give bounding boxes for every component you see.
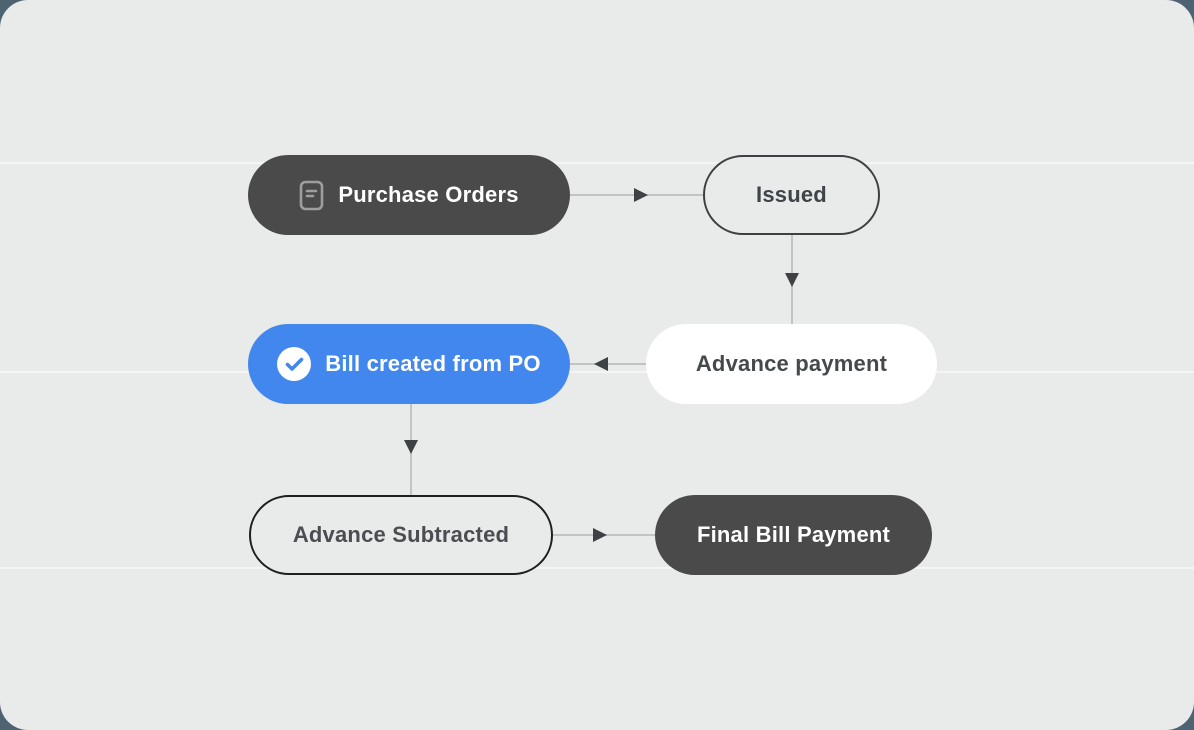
node-advance-subtracted: Advance Subtracted	[249, 495, 553, 575]
node-final-bill-payment: Final Bill Payment	[655, 495, 932, 575]
background-guide-line	[0, 371, 1194, 373]
background-guide-line	[0, 162, 1194, 164]
edge-advance-payment-to-bill-created	[570, 363, 646, 365]
document-icon	[299, 180, 324, 211]
background-guide-line	[0, 567, 1194, 569]
node-label: Final Bill Payment	[696, 522, 891, 547]
node-issued: Issued	[703, 155, 880, 235]
node-label: Purchase Orders	[338, 182, 519, 207]
arrowhead-down-icon	[404, 440, 418, 454]
arrowhead-left-icon	[594, 357, 608, 371]
arrowhead-right-icon	[593, 528, 607, 542]
node-label: Issued	[756, 182, 827, 207]
node-advance-payment: Advance payment	[646, 324, 937, 404]
node-purchase-orders: Purchase Orders	[248, 155, 570, 235]
node-label: Advance payment	[695, 351, 888, 376]
check-circle-icon	[277, 347, 312, 381]
arrowhead-down-icon	[785, 273, 799, 287]
node-label: Advance Subtracted	[292, 522, 510, 547]
arrowhead-right-icon	[634, 188, 648, 202]
node-bill-created-from-po: Bill created from PO	[248, 324, 570, 404]
node-label: Bill created from PO	[325, 351, 541, 376]
